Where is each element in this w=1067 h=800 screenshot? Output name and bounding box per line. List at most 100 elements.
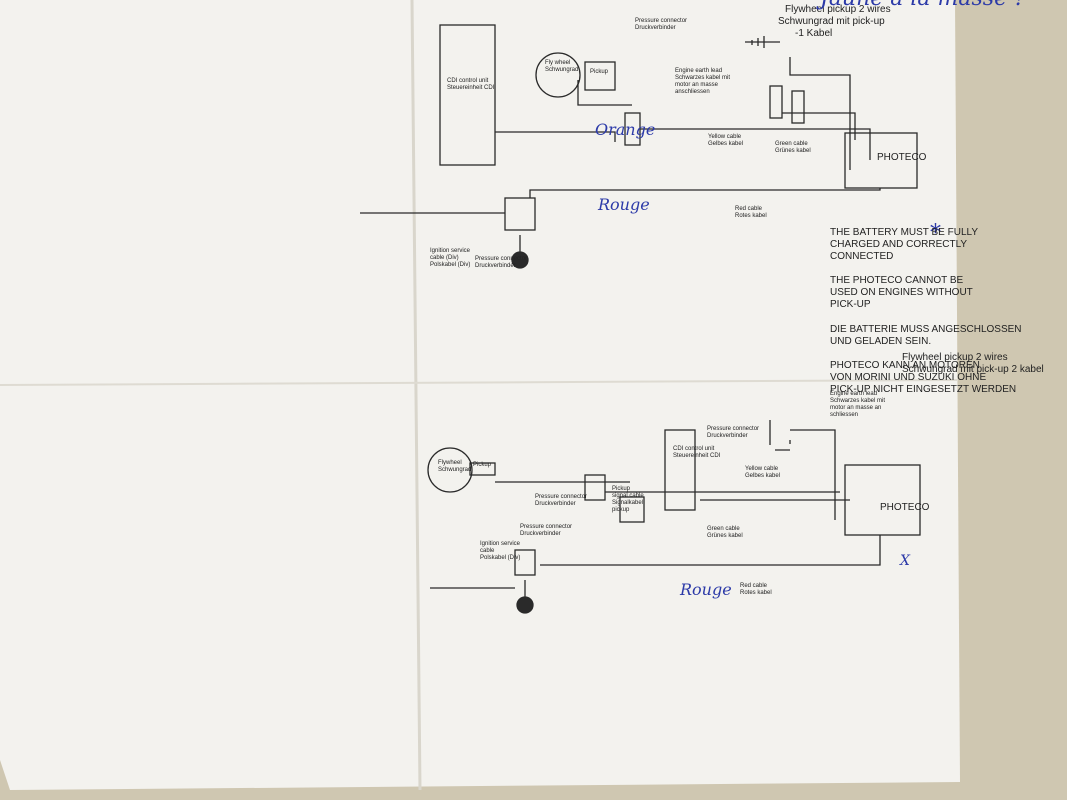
pickup-cable-bottom-2: signal cable bbox=[612, 493, 644, 499]
pressure-connector-top-1a: Pressure connector bbox=[635, 18, 687, 24]
flywheel-bottom bbox=[427, 447, 473, 493]
note-en-5: THE PHOTECO CANNOT BE bbox=[830, 275, 963, 286]
red-wire-bottom bbox=[540, 535, 881, 566]
pickup-cable-bottom-4: pickup bbox=[612, 507, 630, 513]
pickup-top: Pickup bbox=[590, 69, 609, 75]
note-de-6: PICK-UP NICHT EINGESETZT WERDEN bbox=[830, 384, 1016, 395]
star-note: * bbox=[930, 221, 941, 246]
pressure-connector-bottom-2a: Pressure connector bbox=[535, 494, 587, 500]
ignition-top-2: cable (Div) bbox=[430, 255, 459, 261]
photeco-box-top bbox=[844, 132, 918, 189]
pressure-connector-bottom-2b: Druckverbinder bbox=[535, 501, 576, 507]
yellow-cable-top-1: Yellow cable bbox=[708, 134, 742, 140]
ignition-bottom-1: Ignition service bbox=[480, 541, 521, 547]
flywheel-top-2: Schwungrad bbox=[545, 67, 578, 73]
cdi-top-1: CDI control unit bbox=[447, 78, 489, 84]
pressure-connector-bottom-3b: Druckverbinder bbox=[520, 531, 561, 537]
yellow-cable-bottom-1: Yellow cable bbox=[745, 466, 779, 472]
green-cable-bottom-2: Grünes kabel bbox=[707, 533, 743, 539]
engine-earth-top-4: anschliessen bbox=[675, 89, 710, 95]
pressure-connector-top-1b: Druckverbinder bbox=[635, 25, 676, 31]
fold-line-horizontal bbox=[0, 379, 959, 386]
cdi-top-2: Steuereinheit CDI bbox=[447, 85, 495, 91]
note-en-6: USED ON ENGINES WITHOUT bbox=[830, 287, 973, 298]
pickup-cable-bottom-3: Signalkabel bbox=[612, 500, 643, 506]
bottom-title-line-1: Flywheel pickup 2 wires bbox=[902, 352, 1008, 363]
yellow-cable-bottom-2: Gelbes kabel bbox=[745, 473, 780, 479]
note-en-1: THE BATTERY MUST BE FULLY bbox=[830, 227, 978, 238]
engine-earth-top-1: Engine earth lead bbox=[675, 68, 722, 74]
cdi-wire-top bbox=[495, 131, 616, 142]
engine-earth-top-2: Schwarzes kabel mit bbox=[675, 75, 730, 81]
pressure-connector-top-2b: Druckverbinder bbox=[475, 263, 516, 269]
pressure-connector-2-bottom bbox=[584, 474, 606, 501]
pressure-connector-top-2a: Pressure connector bbox=[475, 256, 527, 262]
photeco-label-top: PHOTECO bbox=[877, 152, 927, 163]
flywheel-top bbox=[535, 52, 581, 98]
engine-earth-top-3: motor an masse bbox=[675, 82, 719, 88]
red-cable-bottom-2: Rotes kabel bbox=[740, 590, 772, 596]
pressure-connector-bottom-3a: Pressure connector bbox=[520, 524, 572, 530]
note-de-4: PHOTECO KANN AN MOTOREN bbox=[830, 360, 980, 371]
note-de-5: VON MORINI UND SUZUKI OHNE bbox=[830, 372, 986, 383]
engine-earth-bottom-1: Engine earth lead bbox=[830, 391, 877, 397]
ignition-top-3: Polskabel (Div) bbox=[430, 262, 470, 268]
yellow-cable-top-2: Gelbes kabel bbox=[708, 141, 743, 147]
note-en-7: PICK-UP bbox=[830, 299, 871, 310]
note-de-1: DIE BATTERIE MUSS ANGESCHLOSSEN bbox=[830, 324, 1022, 335]
key-icon-top bbox=[511, 251, 529, 269]
engine-earth-bottom-4: schliessen bbox=[830, 412, 858, 418]
pressure-connector-bottom-1a: Pressure connector bbox=[707, 426, 759, 432]
cdi-bottom-1: CDI control unit bbox=[673, 446, 715, 452]
red-cable-top-2: Rotes kabel bbox=[735, 213, 767, 219]
x-mark: X bbox=[899, 553, 911, 569]
handwritten-question: Jaune a la masse ? bbox=[816, 0, 1026, 11]
engine-earth-connector-top bbox=[769, 85, 783, 119]
fold-line-vertical bbox=[410, 0, 422, 791]
paper-sheet bbox=[0, 0, 960, 790]
green-cable-top-1: Green cable bbox=[775, 141, 808, 147]
ignition-bottom-3: Polskabel (Div) bbox=[480, 555, 520, 561]
note-en-3: CONNECTED bbox=[830, 251, 893, 262]
cdi-bottom-2: Steuereinheit CDI bbox=[673, 453, 721, 459]
engine-earth-bottom-3: motor an masse an bbox=[830, 405, 881, 411]
flywheel-bottom-1: Flywheel bbox=[438, 460, 462, 466]
pickup-wire-top bbox=[577, 80, 632, 106]
yellow-connector-top bbox=[791, 90, 805, 124]
key-icon-bottom bbox=[516, 596, 534, 614]
pressure-connector-1-bottom bbox=[619, 496, 645, 523]
engine-earth-bottom-2: Schwarzes kabel mit bbox=[830, 398, 885, 404]
red-wire-top bbox=[529, 188, 881, 198]
green-cable-top-2: Grünes kabel bbox=[775, 148, 811, 154]
pressure-connector-2-top bbox=[504, 197, 536, 231]
bottom-title-line-2: Schwungrad mit pick-up 2 kabel bbox=[902, 364, 1044, 375]
pickup-bottom: Pickup bbox=[473, 462, 492, 468]
note-en-2: CHARGED AND CORRECTLY bbox=[830, 239, 967, 250]
yellow-wire-top bbox=[782, 112, 856, 140]
ignition-top-1: Ignition service bbox=[430, 248, 471, 254]
green-cable-bottom-1: Green cable bbox=[707, 526, 740, 532]
ignition-bottom-2: cable bbox=[480, 548, 495, 554]
flywheel-bottom-2: Schwungrad bbox=[438, 467, 471, 473]
top-title-line-2: Schwungrad mit pick-up bbox=[778, 16, 885, 27]
rouge-note-bottom: Rouge bbox=[679, 580, 732, 599]
pressure-connector-3-bottom bbox=[514, 549, 536, 576]
green-wire-top bbox=[640, 128, 871, 160]
pickup-box-top bbox=[584, 61, 616, 91]
photeco-box-bottom bbox=[844, 464, 921, 536]
cdi-box-bottom bbox=[664, 429, 696, 511]
pickup-box-bottom bbox=[469, 462, 496, 476]
top-title-line-1: Flywheel pickup 2 wires bbox=[785, 4, 891, 15]
earth-wire-top bbox=[789, 57, 851, 170]
cdi-box-top bbox=[439, 24, 496, 166]
photeco-label-bottom: PHOTECO bbox=[880, 502, 930, 513]
earth-symbol-bottom bbox=[769, 420, 791, 451]
note-de-2: UND GELADEN SEIN. bbox=[830, 336, 931, 347]
flywheel-top-1: Fly wheel bbox=[545, 60, 570, 66]
pressure-connector-bottom-1b: Druckverbinder bbox=[707, 433, 748, 439]
red-cable-top-1: Red cable bbox=[735, 206, 763, 212]
red-cable-bottom-1: Red cable bbox=[740, 583, 768, 589]
